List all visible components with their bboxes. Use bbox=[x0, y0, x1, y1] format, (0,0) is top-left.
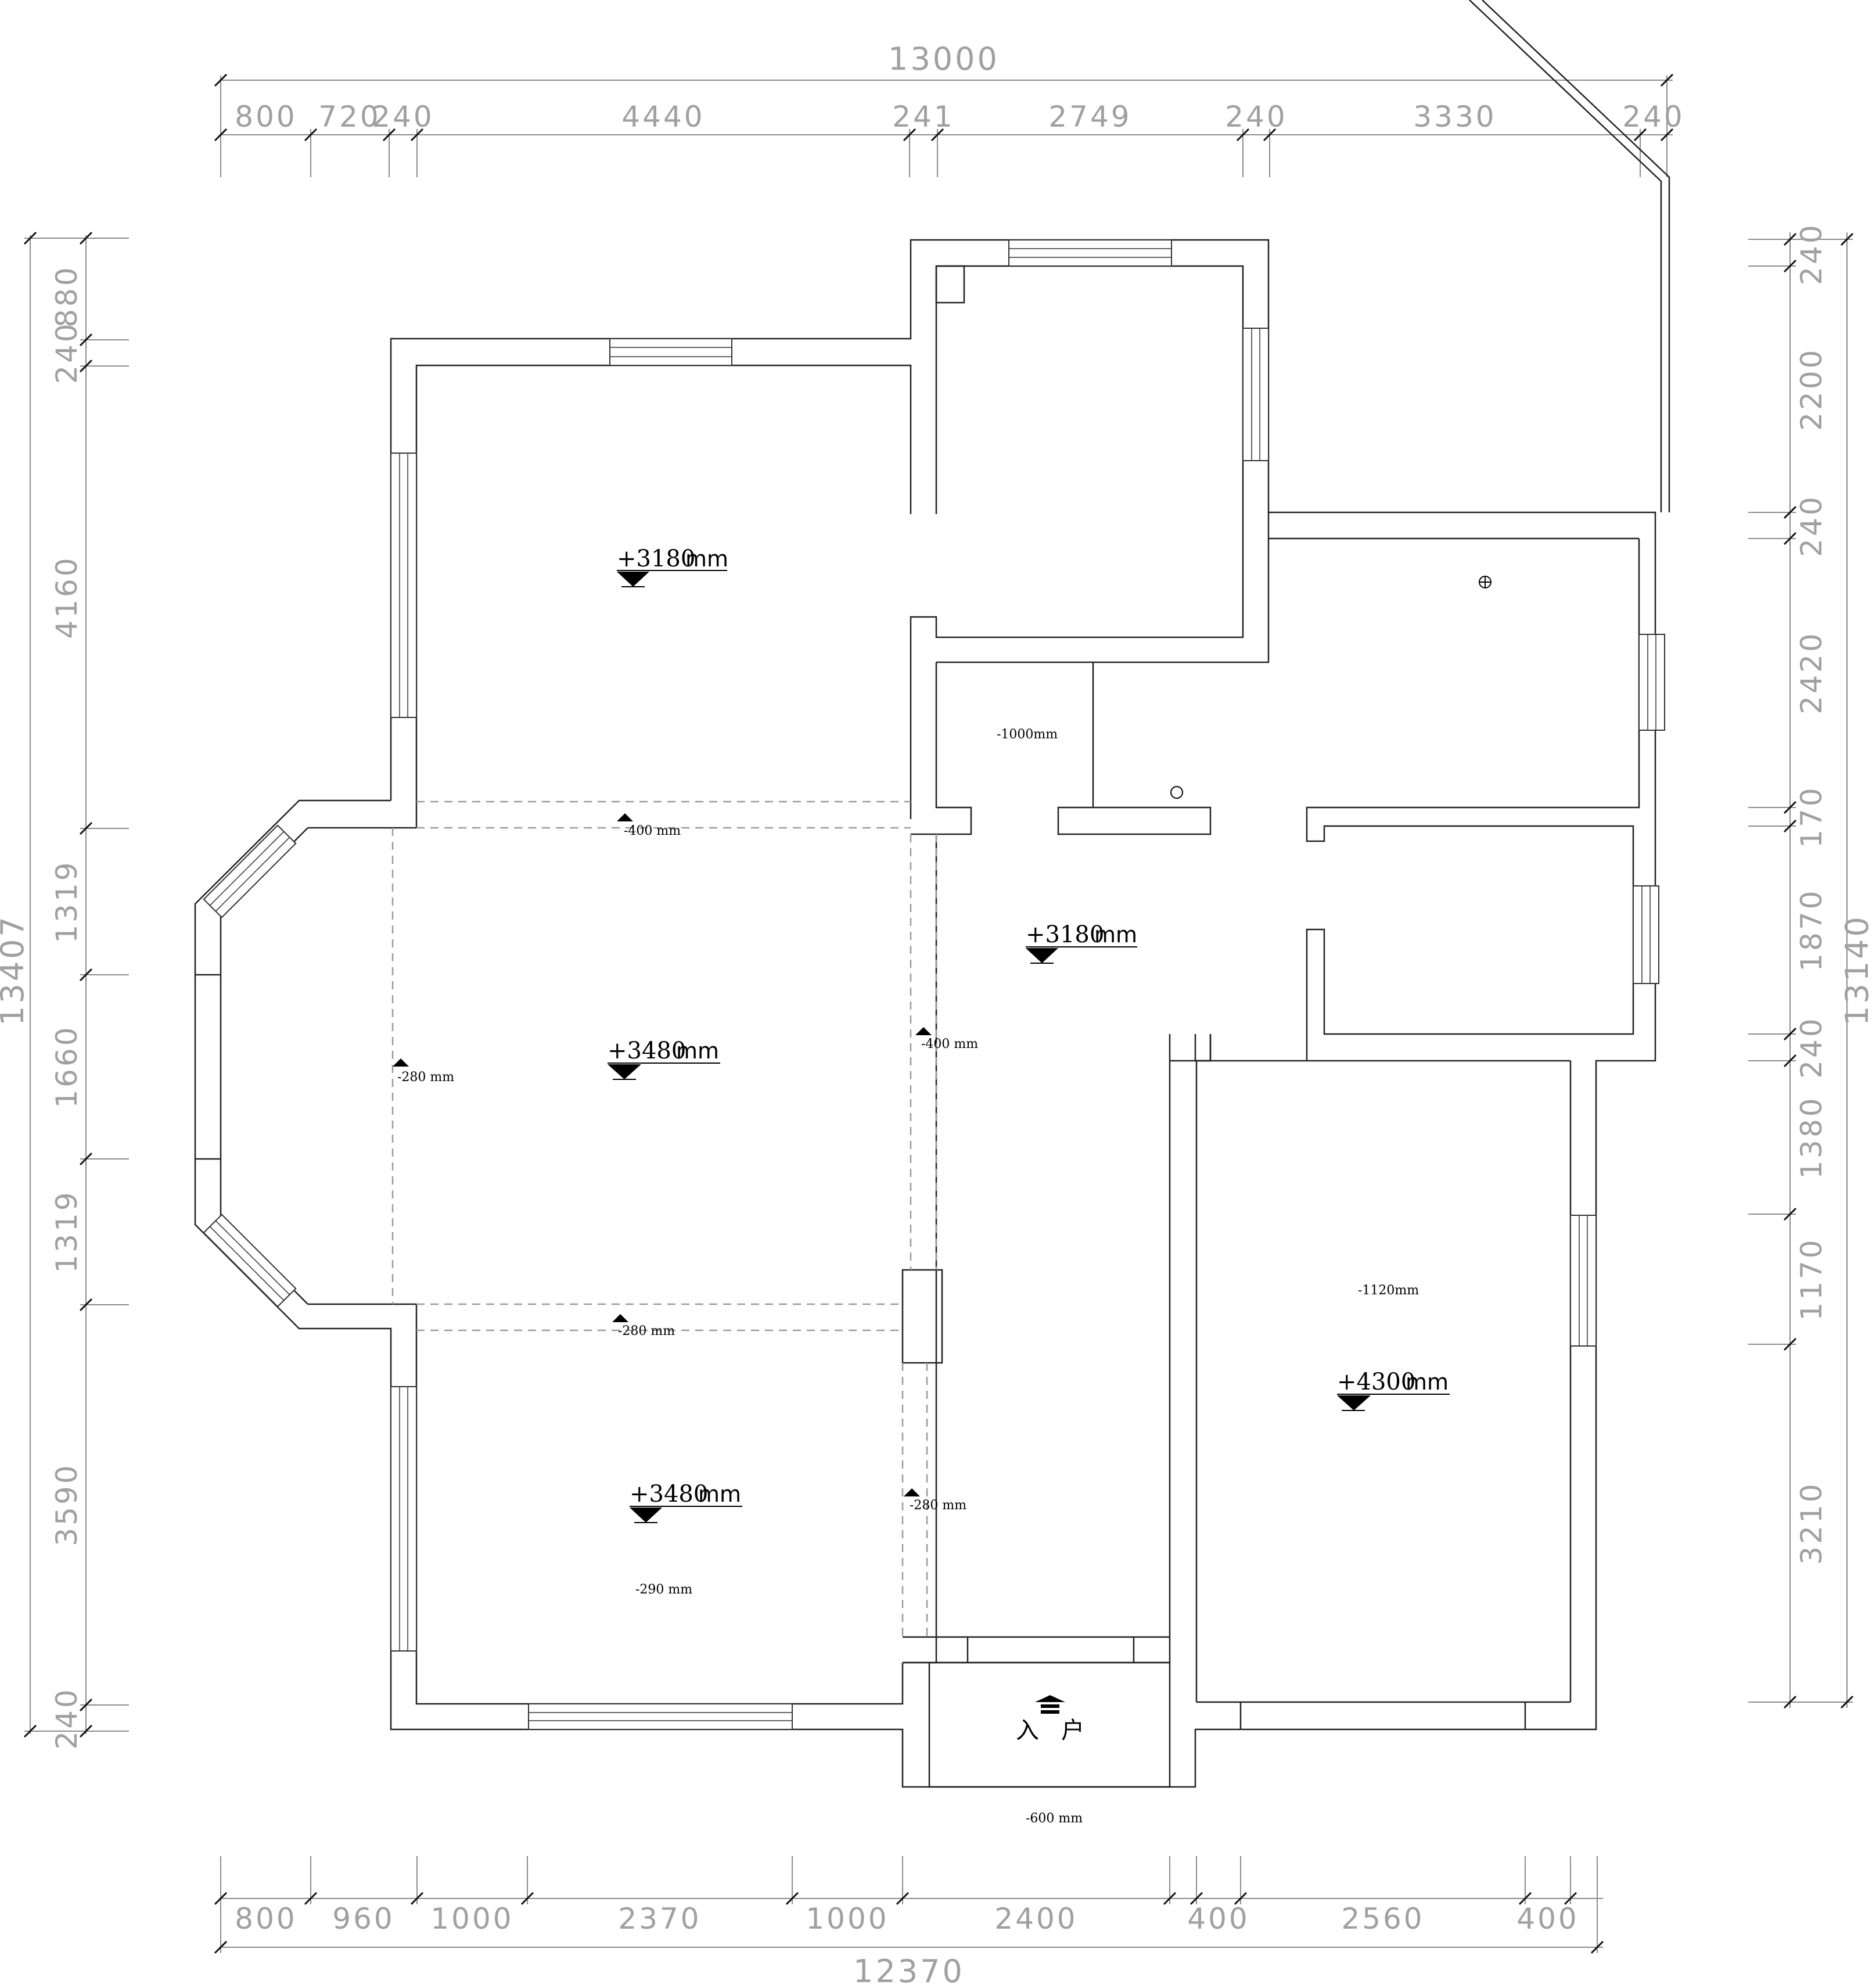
left-total-dim: 13407 bbox=[0, 914, 31, 1026]
level-unit: mm bbox=[685, 546, 728, 572]
small-label-6: -400 mm bbox=[921, 1037, 978, 1051]
left-dim-240-bottom: 240 bbox=[50, 1687, 84, 1749]
level-marker-3: +3480 mm bbox=[630, 1481, 742, 1523]
bottom-dim-1: 800 bbox=[235, 1902, 297, 1936]
top-total-dim: 13000 bbox=[888, 41, 1000, 77]
bottom-dim-5: 1000 bbox=[806, 1902, 889, 1936]
windows bbox=[203, 239, 1665, 1730]
bottom-dim-3: 1000 bbox=[430, 1902, 513, 1936]
level-value: +3480 bbox=[630, 1481, 708, 1507]
small-label-4: -290 mm bbox=[635, 1582, 692, 1597]
top-dim-4: 4440 bbox=[621, 100, 705, 134]
bottom-dim-9: 400 bbox=[1516, 1902, 1579, 1936]
level-value: +3180 bbox=[1026, 921, 1104, 948]
entry-arrow-icon bbox=[1035, 1695, 1065, 1714]
bottom-dim-8: 2560 bbox=[1341, 1902, 1424, 1936]
bottom-dim-7: 400 bbox=[1187, 1902, 1249, 1936]
top-dim-8: 3330 bbox=[1413, 100, 1496, 134]
right-dim-240-a: 240 bbox=[1795, 222, 1828, 285]
left-dim-1319-upper: 1319 bbox=[50, 860, 84, 943]
right-dim-240-b: 240 bbox=[1795, 494, 1828, 557]
entry-label: 入 户 bbox=[1016, 1717, 1084, 1744]
drain-icon bbox=[1170, 786, 1183, 799]
top-dim-5: 241 bbox=[892, 100, 954, 134]
right-dim-240-c: 240 bbox=[1795, 1016, 1828, 1078]
right-dim-2420: 2420 bbox=[1795, 631, 1828, 714]
small-label-7: -280 mm bbox=[910, 1498, 966, 1513]
level-value: +3180 bbox=[617, 545, 695, 572]
top-dim-2: 720 bbox=[318, 100, 380, 134]
level-unit: mm bbox=[1094, 922, 1137, 947]
right-dim-1170: 1170 bbox=[1795, 1237, 1828, 1320]
level-unit: mm bbox=[698, 1481, 741, 1507]
level-unit: mm bbox=[1406, 1369, 1449, 1395]
level-marker-5: +4300 mm bbox=[1337, 1369, 1450, 1411]
bottom-dimensions: 800 960 1000 2370 1000 2400 400 2560 400… bbox=[214, 1856, 1604, 1985]
right-dim-1380: 1380 bbox=[1795, 1096, 1828, 1179]
fixtures: 入 户 bbox=[1016, 576, 1492, 1744]
right-dim-2200: 2200 bbox=[1795, 347, 1828, 430]
top-dim-9: 240 bbox=[1622, 100, 1684, 134]
left-dim-880: 880 bbox=[50, 265, 84, 327]
right-dim-3210: 3210 bbox=[1795, 1481, 1828, 1564]
level-marker-1: +3180 mm bbox=[617, 545, 728, 587]
left-dim-4160: 4160 bbox=[50, 555, 84, 638]
small-label-1: -400 mm bbox=[624, 824, 681, 838]
left-dim-1319-lower: 1319 bbox=[50, 1190, 84, 1273]
small-label-8: -1120mm bbox=[1358, 1283, 1419, 1298]
top-dim-1: 800 bbox=[235, 100, 297, 134]
bottom-dim-4: 2370 bbox=[618, 1902, 701, 1936]
left-dim-240-top: 240 bbox=[50, 321, 84, 383]
small-markers: -400 mm -280 mm -280 mm -290 mm -1000mm … bbox=[393, 727, 1419, 1826]
bottom-dim-2: 960 bbox=[332, 1902, 394, 1936]
top-dimensions: 13000 800 720 240 4440 241 2749 240 3330… bbox=[214, 41, 1684, 177]
small-label-3: -280 mm bbox=[618, 1324, 675, 1338]
level-unit: mm bbox=[676, 1038, 719, 1064]
right-dimensions: 240 2200 240 2420 170 1870 240 1380 1170… bbox=[1748, 222, 1875, 1709]
right-total-dim: 13140 bbox=[1839, 914, 1875, 1026]
left-dim-3590: 3590 bbox=[50, 1463, 84, 1546]
level-value: +3480 bbox=[608, 1038, 686, 1064]
right-dim-170: 170 bbox=[1795, 785, 1828, 848]
ceiling-dashed-lines bbox=[391, 801, 937, 1637]
level-marker-2: +3480 mm bbox=[608, 1038, 720, 1080]
small-label-5: -1000mm bbox=[997, 727, 1058, 742]
right-dim-1870: 1870 bbox=[1795, 888, 1828, 971]
top-dim-6: 2749 bbox=[1048, 100, 1131, 134]
bottom-dim-6: 2400 bbox=[994, 1902, 1077, 1936]
crosshair-icon bbox=[1479, 576, 1492, 588]
level-value: +4300 bbox=[1337, 1369, 1415, 1395]
bottom-total-dim: 12370 bbox=[853, 1953, 965, 1985]
top-dim-7: 240 bbox=[1225, 100, 1287, 134]
small-label-9: -600 mm bbox=[1026, 1811, 1083, 1826]
left-dim-1660: 1660 bbox=[50, 1025, 84, 1108]
left-dimensions: 13407 240 3590 1319 1660 1319 4160 880 2… bbox=[0, 231, 129, 1750]
top-dim-3: 240 bbox=[372, 100, 434, 134]
small-label-2: -280 mm bbox=[397, 1070, 454, 1085]
level-marker-4: +3180 mm bbox=[1026, 921, 1137, 964]
